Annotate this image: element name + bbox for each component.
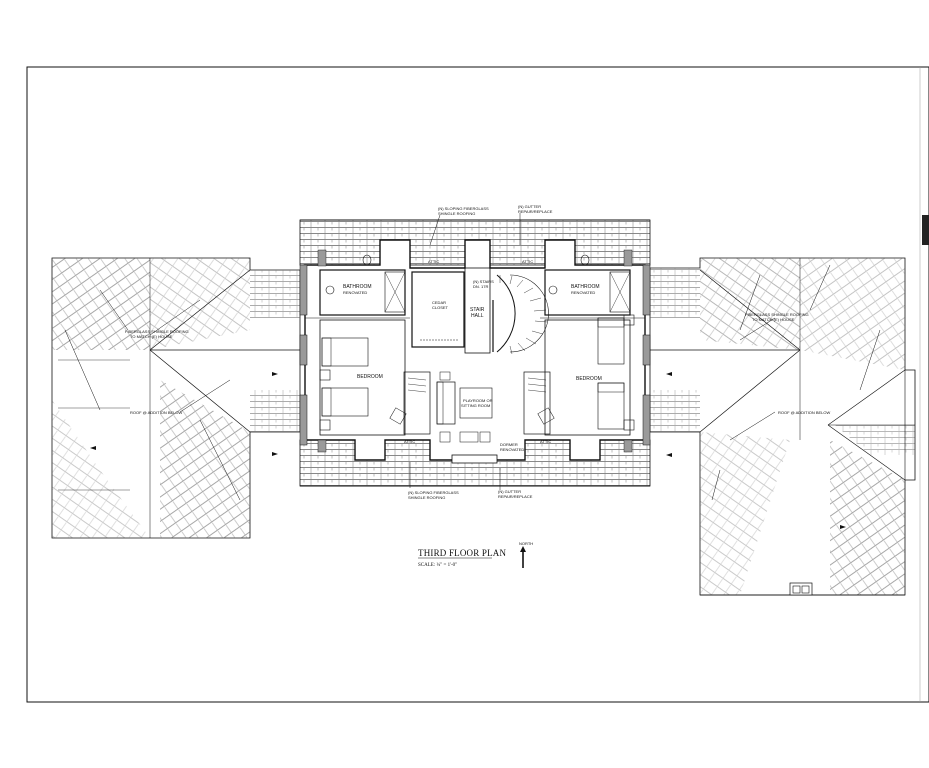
- sheet-border: [26, 66, 929, 703]
- label-bathroom-right: BATHROOM: [571, 284, 600, 290]
- label-attic-top-left: ATTIC: [428, 259, 439, 264]
- note-right-roof-below: ROOF @ ADDITION BELOW: [778, 410, 831, 415]
- label-stair-hall-2: HALL: [471, 313, 484, 319]
- label-bathroom-left-sub: RENOVATED: [343, 290, 367, 295]
- note-top-roof-2: SHINGLE ROOFING: [438, 211, 475, 216]
- note-top-gutter-2: REPAIR/REPLACE: [518, 209, 553, 214]
- note-left-shingle-2: TO MATCH (E) HOUSE: [130, 334, 173, 339]
- note-top-roof-1: (N) SLOPING FIBERGLASS: [438, 206, 489, 211]
- north-label: NORTH: [519, 541, 533, 546]
- label-bedroom-right: BEDROOM: [576, 376, 602, 382]
- north-arrow: NORTH: [519, 541, 533, 568]
- note-bottom-gutter-1: (N) GUTTER: [498, 489, 521, 494]
- label-playroom-1: PLAYROOM OR: [463, 398, 493, 403]
- plan-labels: (N) SLOPING FIBERGLASS SHINGLE ROOFING (…: [125, 204, 831, 500]
- note-bottom-roof-2: SHINGLE ROOFING: [408, 495, 445, 500]
- plan-title-block: THIRD FLOOR PLAN SCALE: ¼" = 1'-0": [418, 548, 507, 568]
- note-right-shingle-1: FIBERGLASS SHINGLE ROOFING: [745, 312, 809, 317]
- label-playroom-2: SITTING ROOM: [461, 403, 490, 408]
- note-right-shingle-2: TO MATCH (E) HOUSE: [752, 317, 795, 322]
- label-bathroom-right-sub: RENOVATED: [571, 290, 595, 295]
- label-bathroom-left: BATHROOM: [343, 284, 372, 290]
- note-top-gutter-1: (N) GUTTER: [518, 204, 541, 209]
- label-attic-top-right: ATTIC: [522, 259, 533, 264]
- label-cedar-1: CEDAR: [432, 300, 446, 305]
- title-block-strip: [922, 215, 929, 245]
- right-roof-wing: [649, 257, 916, 596]
- label-dormer-1: DORMER: [500, 442, 518, 447]
- label-cedar-2: CLOSET: [432, 305, 449, 310]
- label-stairs-note-2: DN. 17R: [473, 284, 488, 289]
- label-bedroom-left: BEDROOM: [357, 374, 383, 380]
- note-bottom-gutter-2: REPAIR/REPLACE: [498, 494, 533, 499]
- north-arrow-icon: [520, 546, 526, 552]
- label-stairs-note-1: (N) STAIRS: [473, 279, 494, 284]
- label-dormer-2: RENOVATED: [500, 447, 524, 452]
- note-left-roof-below: ROOF @ ADDITION BELOW: [130, 410, 183, 415]
- note-leaders: [149, 213, 776, 490]
- plan-title: THIRD FLOOR PLAN: [418, 548, 507, 558]
- left-roof-wing: [51, 257, 301, 539]
- note-left-shingle-1: FIBERGLASS SHINGLE ROOFING: [125, 329, 189, 334]
- note-bottom-roof-1: (N) SLOPING FIBERGLASS: [408, 490, 459, 495]
- label-attic-bottom-right: ATTIC: [540, 439, 551, 444]
- plan-scale: SCALE: ¼" = 1'-0": [418, 563, 457, 568]
- label-stair-hall-1: STAIR: [470, 307, 485, 313]
- interior-plan: [299, 239, 651, 464]
- label-attic-bottom-left: ATTIC: [404, 439, 415, 444]
